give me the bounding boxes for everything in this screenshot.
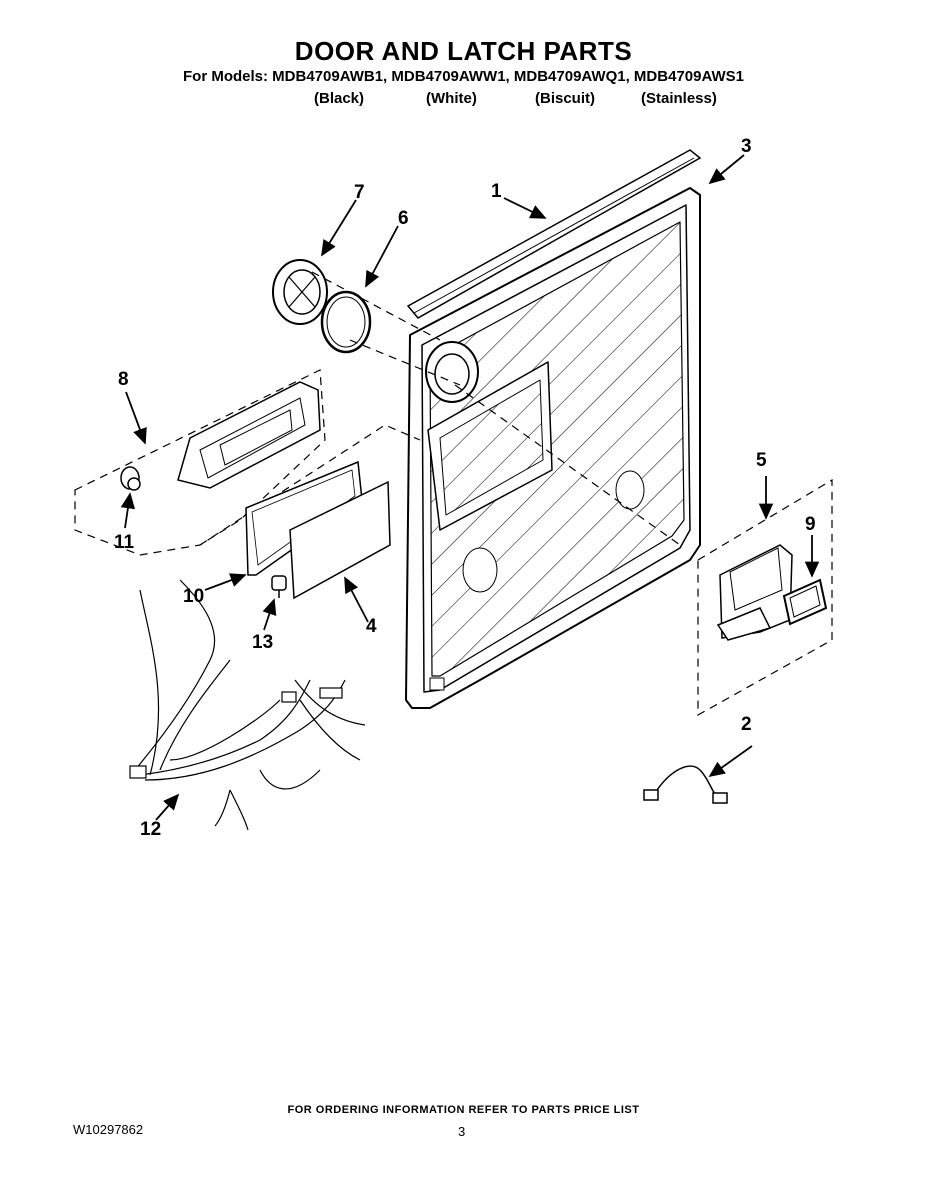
callout-2: 2 <box>741 714 752 735</box>
door-latch-housing <box>716 544 793 641</box>
page-number: 3 <box>458 1124 466 1139</box>
board-shield <box>289 480 391 600</box>
vent-cover <box>272 259 328 325</box>
callout-5: 5 <box>756 450 767 471</box>
latch-housing-outline <box>697 478 833 717</box>
callout-11: 11 <box>114 532 135 553</box>
ordering-info: FOR ORDERING INFORMATION REFER TO PARTS … <box>287 1104 640 1116</box>
inner-door-panel <box>405 187 701 709</box>
vent-gasket <box>320 290 372 354</box>
callout-1: 1 <box>491 181 502 202</box>
finish-white: (White) <box>426 90 477 107</box>
door-top-trim <box>406 149 702 319</box>
callout-3: 3 <box>741 136 752 157</box>
callout-4: 4 <box>366 616 377 637</box>
page-title: DOOR AND LATCH PARTS <box>294 36 633 66</box>
assembly-leader-lines <box>311 271 681 546</box>
callout-6: 6 <box>398 208 409 229</box>
finish-biscuit: (Biscuit) <box>535 90 595 107</box>
switch-cable <box>643 765 728 804</box>
wiring-harness <box>129 579 366 831</box>
latch-gasket <box>782 578 828 626</box>
callout-13: 13 <box>252 632 273 653</box>
latch-screw <box>120 466 141 491</box>
finish-stainless: (Stainless) <box>641 90 717 107</box>
latch-assembly <box>177 381 321 489</box>
callout-7: 7 <box>354 182 365 203</box>
finish-black: (Black) <box>314 90 365 107</box>
model-list: For Models: MDB4709AWB1, MDB4709AWW1, MD… <box>183 68 744 85</box>
board-screw <box>271 575 287 598</box>
callout-8: 8 <box>118 369 129 390</box>
callout-12: 12 <box>140 819 161 840</box>
callout-10: 10 <box>183 586 204 607</box>
callout-arrows <box>120 154 820 821</box>
callout-9: 9 <box>805 514 816 535</box>
document-number: W10297862 <box>73 1122 144 1137</box>
